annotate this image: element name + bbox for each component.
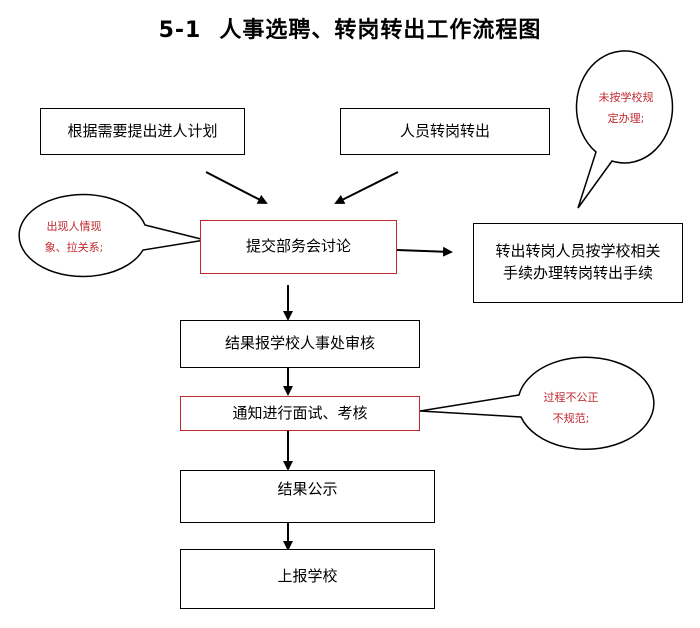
report-label: 结果报学校人事处审核 bbox=[224, 334, 375, 353]
page-title: 5-1 人事选聘、转岗转出工作流程图 bbox=[0, 12, 700, 44]
title-number: 5-1 bbox=[158, 18, 202, 43]
interview-label: 通知进行面试、考核 bbox=[232, 403, 368, 422]
note-not-per-rules: 未按学校规定办理; bbox=[596, 84, 656, 134]
note-connections: 出现人情现象、拉关系; bbox=[36, 212, 112, 264]
note-unfair-text: 过程不公正不规范; bbox=[543, 391, 599, 425]
discuss-box: 提交部务会讨论 bbox=[200, 220, 397, 274]
callout-bubble-left bbox=[18, 193, 206, 278]
arrow-transfer-to-discuss bbox=[334, 171, 399, 204]
callout-bubble-right bbox=[419, 356, 655, 450]
submit-box: 上报学校 bbox=[180, 549, 435, 609]
arrow-plan-to-discuss bbox=[205, 171, 268, 204]
report-box: 结果报学校人事处审核 bbox=[180, 320, 420, 368]
submit-label: 上报学校 bbox=[277, 567, 338, 585]
arrow-discuss-to-transfer-process bbox=[396, 246, 453, 257]
transfer-label: 人员转岗转出 bbox=[399, 121, 490, 140]
note-unfair: 过程不公正不规范; bbox=[540, 384, 602, 434]
transfer-process-label: 转出转岗人员按学校相关手续办理转岗转出手续 bbox=[495, 242, 661, 282]
transfer-box: 人员转岗转出 bbox=[340, 108, 550, 155]
callout-bubble-top-right bbox=[575, 50, 674, 209]
note-connections-text: 出现人情现象、拉关系; bbox=[44, 220, 104, 254]
plan-box: 根据需要提出进人计划 bbox=[40, 108, 245, 155]
transfer-process-box: 转出转岗人员按学校相关手续办理转岗转出手续 bbox=[473, 223, 683, 303]
title-text: 人事选聘、转岗转出工作流程图 bbox=[219, 18, 542, 43]
interview-box: 通知进行面试、考核 bbox=[180, 396, 420, 431]
publicity-box: 结果公示 bbox=[180, 470, 435, 523]
publicity-label: 结果公示 bbox=[277, 480, 338, 498]
plan-label: 根据需要提出进人计划 bbox=[67, 121, 218, 140]
note-not-per-rules-text: 未按学校规定办理; bbox=[598, 91, 654, 125]
discuss-label: 提交部务会讨论 bbox=[245, 237, 351, 256]
